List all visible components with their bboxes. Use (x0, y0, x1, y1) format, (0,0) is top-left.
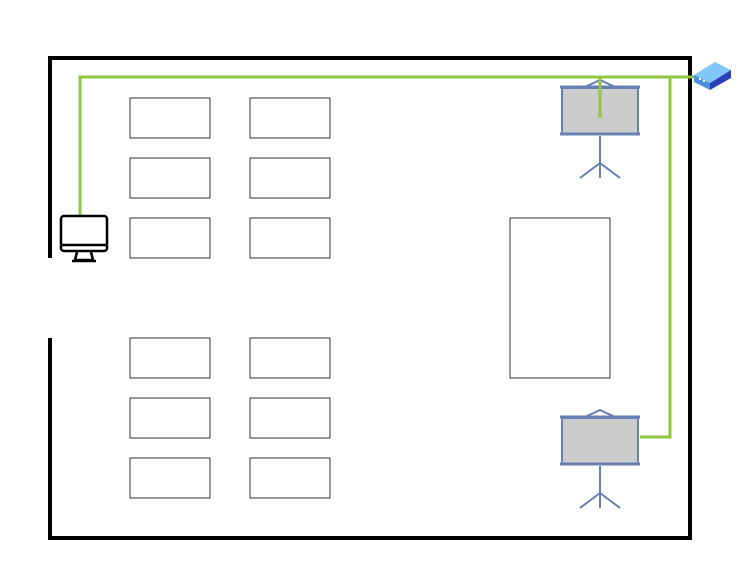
router-icon (694, 62, 731, 90)
desk (129, 97, 211, 139)
desk (249, 157, 331, 199)
desk (129, 457, 211, 499)
network-cables (78, 75, 710, 439)
room-walls (48, 56, 692, 540)
projector-screen-icon (560, 408, 640, 509)
desk (129, 397, 211, 439)
desk (129, 337, 211, 379)
desk (129, 157, 211, 199)
desks (129, 97, 611, 499)
desk (249, 217, 331, 259)
monitor-icon (59, 214, 109, 263)
desk (249, 337, 331, 379)
desk (249, 97, 331, 139)
desk (249, 397, 331, 439)
desk (129, 217, 211, 259)
desk (249, 457, 331, 499)
instructor-table (509, 217, 611, 379)
